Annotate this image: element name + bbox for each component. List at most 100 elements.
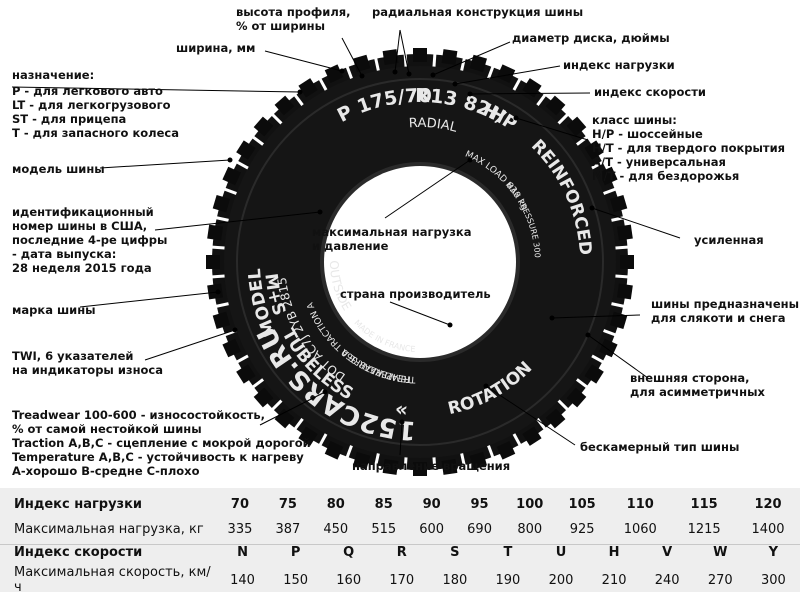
load-index-cell: 70: [230, 497, 249, 512]
label-class-ht: H/T - для твердого покрытия: [592, 141, 785, 155]
speed-index-header: Индекс скорости: [14, 545, 143, 560]
tread-groove: [556, 112, 570, 126]
label-speed-index: индекс скорости: [594, 85, 706, 99]
tread-block: [212, 194, 231, 213]
speed-index-cell: V: [662, 545, 673, 560]
tyre-radial-text: RADIAL: [409, 116, 460, 136]
tread-block: [496, 441, 516, 460]
tread-groove: [486, 443, 495, 460]
label-country: страна производитель: [340, 287, 491, 301]
tread-groove: [270, 398, 284, 412]
max-speed-cell: 170: [389, 572, 415, 588]
leader-lines: [11, 29, 681, 456]
max-speed-cell: 140: [230, 572, 255, 588]
tread-groove: [292, 92, 305, 108]
label-width: ширина, мм: [176, 41, 255, 55]
tread-block: [382, 49, 399, 66]
tread-groove: [613, 274, 630, 279]
callout-labels: высота профиля, % от ширины радиальная к…: [12, 5, 799, 478]
load-index-cell: 120: [754, 497, 782, 512]
max-load-cell: 387: [275, 522, 301, 537]
tread-groove: [511, 431, 522, 448]
rotation-arrows-icon: «: [394, 396, 410, 421]
tread-block: [382, 458, 399, 475]
label-dot-3: последние 4-ре цифры: [12, 233, 167, 247]
tread-block: [566, 387, 587, 408]
speed-index-cell: H: [608, 545, 620, 560]
max-load-cell: 515: [371, 522, 397, 537]
label-class-mt: M/T - для бездорожья: [592, 169, 739, 183]
tread-block: [441, 458, 458, 475]
speed-index-cell: P: [290, 545, 301, 560]
tread-block: [236, 364, 256, 384]
speed-index-cell: U: [555, 545, 567, 560]
label-dot-4: - дата выпуска:: [12, 247, 116, 261]
tread-groove: [574, 134, 590, 147]
tread-block: [616, 224, 633, 241]
tread-groove: [459, 451, 467, 468]
speed-index-cell: Q: [343, 545, 355, 560]
label-purpose-p: P - для легкового авто: [12, 84, 163, 98]
load-index-cell: 105: [568, 497, 596, 512]
max-speed-cell: 180: [442, 572, 468, 588]
max-speed-cell: 160: [336, 572, 362, 588]
speed-index-cell: N: [237, 545, 248, 560]
tread-block: [522, 78, 542, 98]
max-load-cell: 925: [569, 522, 595, 537]
tread-groove: [210, 274, 227, 279]
tread-groove: [613, 245, 630, 250]
tread-block: [599, 166, 618, 186]
max-load-cell: 1215: [687, 522, 721, 537]
max-load-header: Максимальная нагрузка, кг: [14, 522, 204, 537]
tread-block: [222, 338, 241, 358]
load-index-cell: 100: [516, 497, 544, 512]
label-radial: радиальная конструкция шины: [372, 5, 583, 19]
label-twi-1: TWI, 6 указателей: [12, 349, 133, 363]
max-speed-cell: 150: [283, 572, 309, 588]
tread-groove: [250, 134, 266, 147]
tread-block: [212, 311, 231, 330]
tread-block: [522, 426, 542, 446]
table-separator: [0, 544, 800, 545]
tread-block: [469, 451, 488, 470]
max-speed-cell: 200: [548, 572, 574, 588]
tread-block: [469, 54, 488, 73]
label-outside-1: внешняя сторона,: [630, 371, 750, 385]
tread-groove: [556, 398, 570, 412]
max-load-cell: 800: [517, 522, 543, 537]
tread-block: [298, 78, 318, 98]
load-index-header: Индекс нагрузки: [14, 497, 143, 512]
tread-block: [298, 426, 318, 446]
tread-block: [274, 95, 295, 116]
tread-block: [545, 408, 566, 429]
tread-groove: [210, 245, 227, 250]
tread-block: [584, 364, 604, 384]
load-index-cell: 95: [470, 497, 489, 512]
tread-block: [207, 224, 224, 241]
tread-groove: [234, 160, 251, 171]
tread-groove: [234, 353, 251, 364]
tread-block: [352, 451, 371, 470]
tread-block: [207, 283, 224, 300]
label-mud-snow-2: для слякоти и снега: [651, 311, 786, 325]
tread-groove: [250, 377, 266, 390]
tread-groove: [609, 301, 626, 309]
tread-groove: [318, 431, 329, 448]
max-speed-cell: 270: [707, 572, 733, 588]
max-speed-cell: 210: [601, 572, 627, 588]
label-utqg-2: % от самой нестойкой шины: [12, 422, 202, 436]
label-rim-diameter: диаметр диска, дюймы: [512, 31, 670, 45]
max-load-cell: 1400: [751, 522, 785, 537]
load-index-cell: 75: [278, 497, 297, 512]
speed-index-cell: R: [396, 545, 407, 560]
tyre-diagram: P 175/70 R13 82H RADIAL H/P REINFORCED M…: [0, 0, 799, 478]
tread-groove: [432, 52, 437, 69]
label-load-index: индекс нагрузки: [563, 58, 675, 72]
max-speed-header: Максимальная скорость, км/ч: [14, 565, 211, 595]
